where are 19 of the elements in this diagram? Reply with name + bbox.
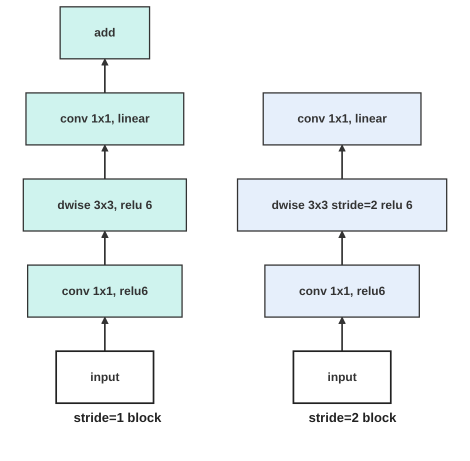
node-box [264,264,420,318]
arrow [338,144,346,179]
node-box [292,350,392,404]
arrow [101,144,109,179]
node-box [55,350,154,404]
node-box [236,178,448,232]
node-box [22,178,188,232]
arrow [101,316,109,352]
arrow [338,230,346,266]
column-caption: stride=2 block [308,410,396,425]
node-box [25,92,184,146]
node-box [60,6,150,60]
arrow [101,58,109,93]
arrow [101,230,109,266]
flowchart-drawing: add conv 1x1, linear dwise 3x3, relu 6 conv 1x1, relu6 input conv 1x1, linear dwise 3x3 stride=2 relu 6 conv 1x1, relu6 input [5,0,465,410]
arrow [338,316,346,352]
node-box [27,264,183,318]
column-caption: stride=1 block [74,410,162,425]
node-box [262,92,422,146]
